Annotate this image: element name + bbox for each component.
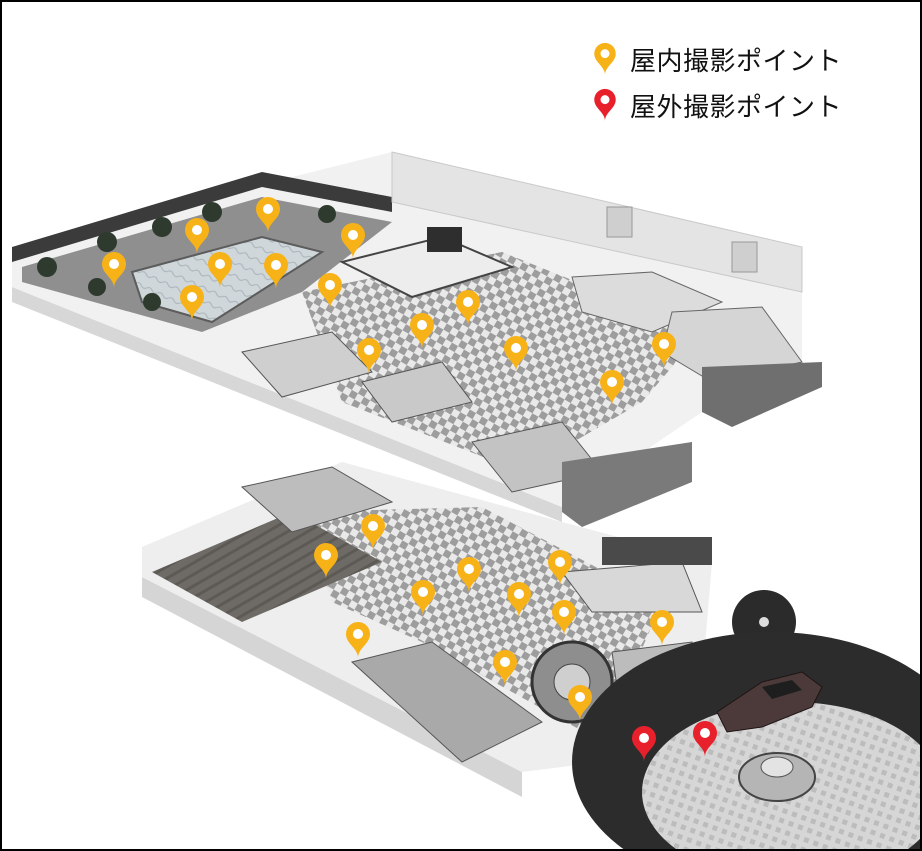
indoor-photo-pin[interactable] (600, 370, 624, 406)
legend-label-indoor: 屋内撮影ポイント (630, 46, 843, 77)
indoor-photo-pin[interactable] (493, 650, 517, 686)
indoor-photo-pin[interactable] (361, 514, 385, 550)
indoor-photo-pin[interactable] (102, 252, 126, 288)
indoor-photo-pin[interactable] (180, 285, 204, 321)
indoor-photo-pin[interactable] (650, 610, 674, 646)
indoor-photo-pin[interactable] (185, 218, 209, 254)
indoor-photo-pin[interactable] (208, 252, 232, 288)
balcony (702, 362, 822, 427)
outdoor-photo-points (632, 721, 717, 762)
tv-screen (427, 227, 462, 252)
indoor-photo-pin[interactable] (457, 557, 481, 593)
legend-item-indoor: 屋内撮影ポイント (592, 42, 843, 77)
indoor-photo-pin[interactable] (652, 332, 676, 368)
indoor-photo-pin[interactable] (568, 685, 592, 721)
outdoor-photo-pin[interactable] (693, 721, 717, 757)
bedroom-lower (361, 361, 473, 423)
indoor-photo-pin[interactable] (256, 197, 280, 233)
indoor-photo-pin[interactable] (456, 290, 480, 326)
map-pin-icon (594, 42, 616, 76)
indoor-photo-pin[interactable] (318, 273, 342, 309)
indoor-photo-pin[interactable] (346, 622, 370, 658)
indoor-photo-points (102, 197, 676, 721)
parked-car-window (762, 680, 802, 699)
indoor-photo-pin[interactable] (504, 336, 528, 372)
indoor-photo-pin[interactable] (410, 313, 434, 349)
indoor-photo-pin[interactable] (411, 580, 435, 616)
outdoor-fountain-top (760, 756, 794, 778)
outdoor-photo-pin[interactable] (632, 726, 656, 762)
window (731, 241, 758, 273)
window (606, 206, 633, 238)
legend-item-outdoor: 屋外撮影ポイント (592, 88, 843, 123)
legend: 屋内撮影ポイント 屋外撮影ポイント (592, 42, 843, 123)
indoor-photo-pin[interactable] (264, 253, 288, 289)
tv-room (339, 235, 515, 299)
trees (37, 202, 336, 311)
indoor-photo-pin[interactable] (548, 550, 572, 586)
indoor-photo-pin[interactable] (507, 582, 531, 618)
balcony (562, 442, 692, 527)
map-pin-icon (594, 88, 616, 122)
back-wall (391, 151, 803, 293)
patio-umbrella-center (759, 617, 769, 627)
reception-counter (561, 561, 703, 613)
wall-artwork (602, 537, 712, 565)
indoor-photo-pin[interactable] (314, 543, 338, 579)
indoor-photo-pin[interactable] (341, 223, 365, 259)
legend-label-outdoor: 屋外撮影ポイント (630, 92, 843, 123)
pool-back-wall (12, 172, 392, 262)
upper-floor (12, 151, 822, 527)
lounge-room (350, 641, 543, 763)
living-room (241, 331, 373, 398)
lower-floor-slab-edge (142, 577, 522, 797)
indoor-photo-pin[interactable] (552, 600, 576, 636)
dining-room (152, 512, 382, 622)
kitchen (240, 466, 394, 533)
upper-floor-slab-edge (12, 287, 562, 522)
indoor-photo-pin[interactable] (357, 338, 381, 374)
